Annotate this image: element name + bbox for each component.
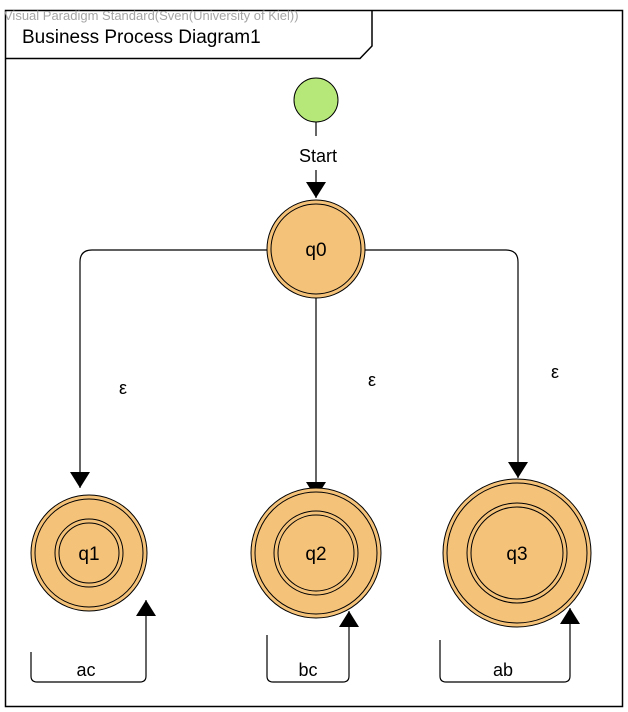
transition-q2-q2-label: bc	[298, 660, 317, 680]
transition-q1-q1-edge	[30, 600, 156, 683]
transition-q0-q3-label: ε	[551, 362, 559, 382]
start-node[interactable]	[293, 77, 339, 123]
frame-title-tab	[5, 10, 373, 60]
start-label: Start	[299, 146, 337, 166]
transition-q0-q1-edge	[70, 249, 268, 488]
diagram-frame	[4, 9, 624, 708]
state-q0[interactable]: q0	[266, 199, 366, 299]
transition-q0-q2-label: ε	[368, 370, 376, 390]
state-q2-label: q2	[305, 544, 326, 565]
transition-q0-q3-edge	[364, 249, 528, 478]
transition-q2-q2-edge	[266, 611, 359, 683]
state-q1-label: q1	[78, 544, 99, 565]
transition-q0-q1-label: ε	[119, 378, 127, 398]
state-q3-label: q3	[506, 544, 527, 565]
transition-q3-q3-edge	[439, 608, 580, 683]
state-q3[interactable]: q3	[442, 478, 592, 628]
state-q0-label: q0	[305, 240, 326, 261]
state-q2[interactable]: q2	[250, 487, 382, 619]
transition-q3-q3-label: ab	[493, 660, 513, 680]
transition-q1-q1-label: ac	[76, 660, 95, 680]
state-q1[interactable]: q1	[30, 494, 148, 612]
frame-title: Business Process Diagram1	[22, 27, 261, 48]
